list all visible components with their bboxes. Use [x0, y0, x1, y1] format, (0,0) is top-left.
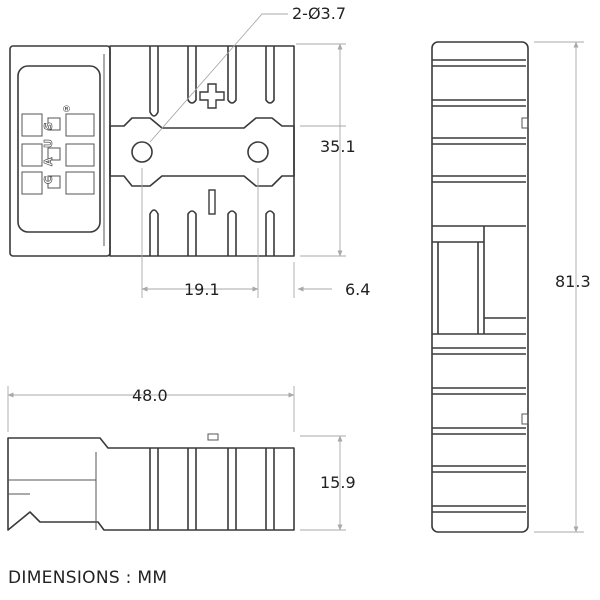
- mounting-hole-left: [131, 141, 153, 163]
- negative-mark-icon: [208, 189, 216, 215]
- thickness-label: 15.9: [320, 473, 356, 492]
- mounting-plate: [109, 117, 295, 187]
- front-view: + − C A U S ® 2-Ø3.7 35.1: [9, 4, 370, 299]
- side-ribs-bottom: [432, 347, 529, 513]
- logo-letter-4: S: [42, 122, 55, 130]
- bottom-view: 48.0 15.9: [7, 386, 356, 531]
- side-view: 81.3: [431, 41, 591, 533]
- logo-letters: C A U S: [42, 122, 56, 185]
- front-top-ribs: [149, 46, 275, 117]
- bottom-housing: [7, 437, 295, 531]
- side-ribs-top: [432, 59, 529, 183]
- units-footer: DIMENSIONS : MM: [8, 568, 168, 588]
- side-latch: [432, 225, 526, 335]
- front-bottom-ribs: [149, 209, 275, 256]
- logo-letter-3: U: [42, 139, 55, 148]
- hole-callout-label: 2-Ø3.7: [292, 4, 346, 23]
- length-total-label: 81.3: [555, 272, 591, 291]
- bottom-ribs: [149, 433, 275, 530]
- logo-letter-2: A: [42, 157, 55, 166]
- height-front-label: 35.1: [320, 137, 356, 156]
- positive-mark-icon: [199, 83, 225, 109]
- mounting-hole-right: [247, 141, 269, 163]
- logo-letter-1: C: [42, 176, 55, 184]
- front-label-panel: [17, 65, 101, 233]
- logo-grid: [21, 113, 95, 195]
- width-total-label: 48.0: [132, 386, 168, 405]
- logo-registered: ®: [62, 105, 71, 115]
- edge-offset-label: 6.4: [345, 280, 370, 299]
- hole-leader: [149, 13, 288, 143]
- hole-spacing-label: 19.1: [184, 280, 220, 299]
- side-housing: [431, 41, 529, 533]
